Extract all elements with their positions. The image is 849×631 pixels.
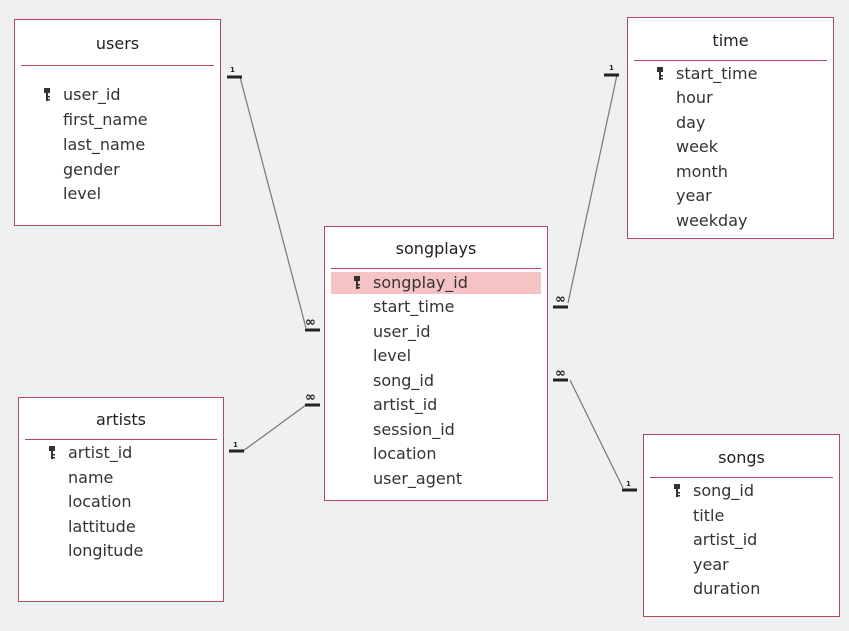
table-divider (25, 439, 217, 440)
table-divider (634, 60, 827, 61)
relation-songs-songplays[interactable] (569, 379, 624, 489)
key-icon (673, 484, 683, 498)
table-title-artists[interactable]: artists (95, 410, 147, 429)
key-icon (43, 88, 53, 102)
label-one-time: 1 (609, 64, 614, 72)
field-month[interactable]: month (676, 161, 827, 183)
field-label: last_name (63, 135, 146, 154)
relation-time-songplays[interactable] (567, 74, 618, 304)
table-divider (650, 477, 833, 478)
field-year[interactable]: year (676, 185, 827, 207)
field-label: hour (676, 88, 713, 107)
label-one-users: 1 (230, 66, 235, 74)
field-label: artist_id (693, 530, 758, 549)
field-duration[interactable]: duration (693, 578, 833, 600)
field-level[interactable]: level (63, 183, 214, 205)
table-title-users[interactable]: users (95, 34, 140, 53)
table-divider (21, 65, 214, 66)
field-label: year (693, 555, 729, 574)
label-many-time: ∞ (555, 292, 566, 307)
field-start-time[interactable]: start_time (373, 296, 541, 318)
field-first-name[interactable]: first_name (63, 109, 214, 131)
field-label: user_id (63, 85, 121, 104)
field-longitude[interactable]: longitude (68, 540, 217, 562)
key-icon (656, 67, 666, 81)
table-artists[interactable]: artists artist_id name location lattitud… (18, 397, 224, 602)
label-many-users: ∞ (305, 315, 316, 330)
field-song-id[interactable]: song_id (674, 480, 833, 502)
field-label: song_id (693, 481, 755, 500)
field-user-id[interactable]: user_id (373, 321, 541, 343)
field-label: song_id (373, 371, 435, 390)
field-label: start_time (676, 64, 758, 83)
field-gender[interactable]: gender (63, 159, 214, 181)
field-name[interactable]: name (68, 467, 217, 489)
label-many-songs: ∞ (555, 366, 566, 381)
table-songplays[interactable]: songplays songplay_id start_time user_id… (324, 226, 548, 501)
relation-users-songplays[interactable] (239, 76, 307, 329)
field-label: name (68, 468, 114, 487)
field-label: first_name (63, 110, 148, 129)
field-label: level (373, 346, 412, 365)
field-label: day (676, 113, 706, 132)
table-songs[interactable]: songs song_id title artist_id year durat… (643, 434, 840, 617)
label-many-artists: ∞ (305, 390, 316, 405)
field-level[interactable]: level (373, 345, 541, 367)
field-label: month (676, 162, 728, 181)
field-year[interactable]: year (693, 554, 833, 576)
field-label: start_time (373, 297, 455, 316)
table-title-songs[interactable]: songs (718, 448, 765, 467)
field-label: longitude (68, 541, 144, 560)
field-artist-id[interactable]: artist_id (373, 394, 541, 416)
field-last-name[interactable]: last_name (63, 134, 214, 156)
field-day[interactable]: day (676, 112, 827, 134)
field-label: location (68, 492, 132, 511)
field-label: artist_id (373, 395, 438, 414)
field-session-id[interactable]: session_id (373, 419, 541, 441)
table-divider (331, 268, 541, 269)
field-label: songplay_id (373, 273, 468, 292)
field-artist-id[interactable]: artist_id (693, 529, 833, 551)
relation-artists-songplays[interactable] (242, 404, 307, 452)
field-location[interactable]: location (373, 443, 541, 465)
field-label: weekday (676, 211, 748, 230)
label-one-songs: 1 (626, 480, 631, 488)
key-icon (48, 446, 58, 460)
field-hour[interactable]: hour (676, 87, 827, 109)
field-start-time[interactable]: start_time (657, 63, 827, 85)
table-users[interactable]: users user_id first_name last_name gende… (14, 19, 221, 226)
field-label: location (373, 444, 437, 463)
field-label: week (676, 137, 719, 156)
field-title[interactable]: title (693, 505, 833, 527)
field-label: lattitude (68, 517, 136, 536)
field-label: session_id (373, 420, 455, 439)
field-label: duration (693, 579, 761, 598)
table-time[interactable]: time start_time hour day week month year… (627, 17, 834, 239)
key-icon (353, 276, 363, 290)
field-artist-id[interactable]: artist_id (49, 442, 217, 464)
field-songplay-id[interactable]: songplay_id (331, 272, 541, 294)
table-title-songplays[interactable]: songplays (395, 239, 477, 258)
field-label: gender (63, 160, 120, 179)
field-label: year (676, 186, 712, 205)
table-title-time[interactable]: time (712, 31, 749, 50)
field-label: title (693, 506, 725, 525)
field-weekday[interactable]: weekday (676, 210, 827, 232)
label-one-artists: 1 (233, 441, 238, 449)
field-label: artist_id (68, 443, 133, 462)
field-label: user_id (373, 322, 431, 341)
field-location[interactable]: location (68, 491, 217, 513)
field-user-agent[interactable]: user_agent (373, 468, 541, 490)
field-label: level (63, 184, 102, 203)
field-week[interactable]: week (676, 136, 827, 158)
field-user-id[interactable]: user_id (44, 84, 214, 106)
field-label: user_agent (373, 469, 463, 488)
field-lattitude[interactable]: lattitude (68, 516, 217, 538)
field-song-id[interactable]: song_id (373, 370, 541, 392)
